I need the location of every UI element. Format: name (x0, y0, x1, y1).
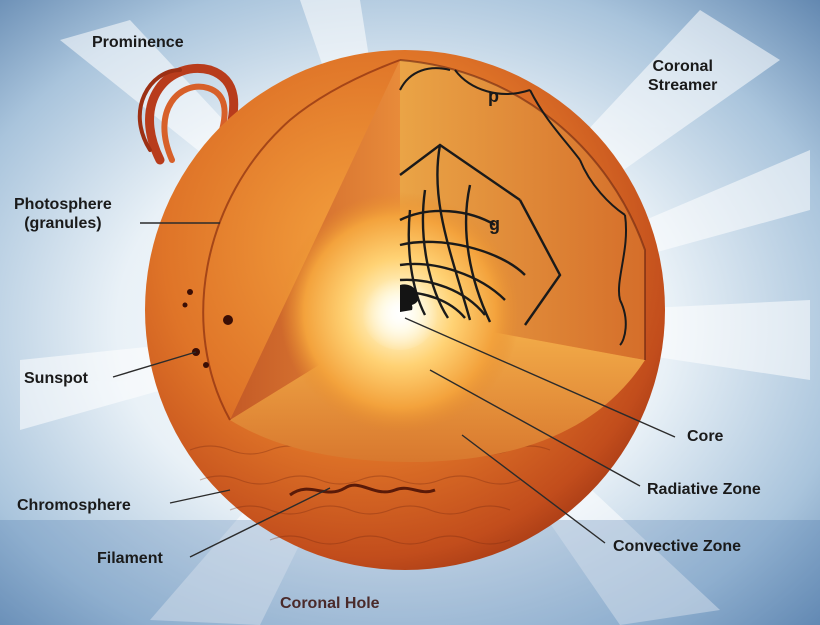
label-radiative-zone: Radiative Zone (647, 480, 761, 499)
p-mode-label: p (488, 86, 499, 106)
label-filament: Filament (97, 549, 163, 568)
label-coronal-streamer: Coronal Streamer (648, 57, 717, 95)
label-chromosphere: Chromosphere (17, 496, 131, 515)
label-sunspot: Sunspot (24, 369, 88, 388)
label-prominence: Prominence (92, 33, 184, 52)
label-coronal-hole: Coronal Hole (280, 594, 380, 613)
g-mode-label: g (489, 214, 500, 234)
label-convective-zone: Convective Zone (613, 537, 741, 556)
label-core: Core (687, 427, 723, 446)
label-photosphere: Photosphere (granules) (14, 195, 112, 233)
